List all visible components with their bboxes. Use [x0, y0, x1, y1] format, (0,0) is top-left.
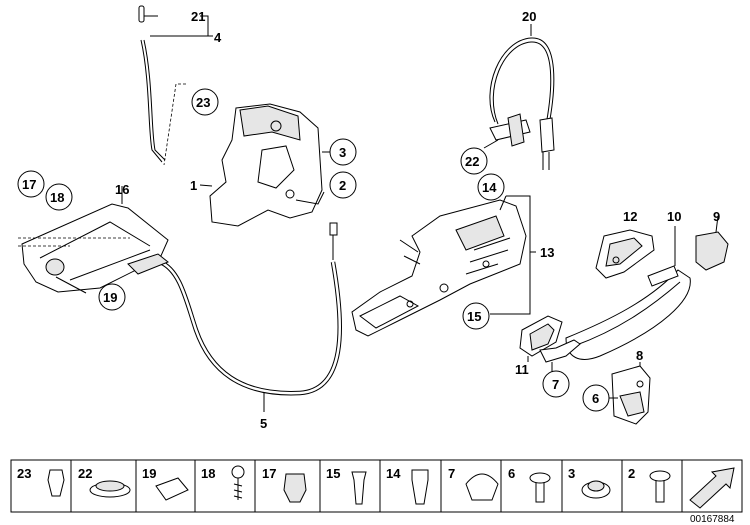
- strip-part-7: [465, 473, 499, 501]
- strip-label-23: 23: [17, 466, 31, 481]
- callout-15-circle: [462, 302, 490, 330]
- callout-22: 22: [465, 154, 479, 169]
- document-number: 00167884: [690, 514, 735, 525]
- callout-5: 5: [260, 416, 267, 431]
- strip-label-14: 14: [386, 466, 401, 481]
- strip-frame: [10, 459, 743, 513]
- callout-23-circle: [191, 88, 219, 116]
- handle-carrier-bracket: [351, 195, 536, 337]
- door-lock-housing: [199, 103, 325, 227]
- callout-9: 9: [713, 209, 720, 224]
- callout-17: 17: [22, 177, 36, 192]
- handle-gasket-12: [595, 229, 655, 279]
- lock-rod-assembly: [138, 5, 213, 166]
- callout-19: 19: [103, 290, 117, 305]
- strip-label-7: 7: [448, 466, 455, 481]
- inner-door-handle: [18, 186, 169, 294]
- callout-17-circle: [17, 170, 45, 198]
- small-parts-strip: 23 22 19 18 17 15 14 7 6 3 2: [10, 459, 743, 513]
- strip-label-6: 6: [508, 466, 515, 481]
- strip-part-14: [411, 469, 429, 505]
- bowden-cable-5: [158, 222, 343, 412]
- callout-13: 13: [540, 245, 554, 260]
- callout-8: 8: [636, 348, 643, 363]
- strip-label-18: 18: [201, 466, 215, 481]
- callout-18: 18: [50, 190, 64, 205]
- callout-19-circle: [98, 283, 126, 311]
- callout-23: 23: [196, 95, 210, 110]
- strip-part-6: [529, 472, 551, 484]
- strip-label-15: 15: [326, 466, 340, 481]
- callout-15: 15: [467, 309, 481, 324]
- orientation-arrow-icon: [689, 467, 735, 509]
- strip-label-2: 2: [628, 466, 635, 481]
- bowden-cable-20: [483, 24, 555, 170]
- callout-7-circle: [542, 370, 570, 398]
- gasket-11: [519, 315, 563, 362]
- callout-21: 21: [191, 9, 205, 24]
- callout-3: 3: [339, 145, 346, 160]
- callout-12: 12: [623, 209, 637, 224]
- strip-label-19: 19: [142, 466, 156, 481]
- strip-part-15: [351, 471, 367, 505]
- strip-label-22: 22: [78, 466, 92, 481]
- callout-11: 11: [515, 362, 529, 377]
- callout-1: 1: [190, 178, 197, 193]
- strip-part-2: [649, 470, 671, 482]
- strip-part-18: [231, 465, 245, 479]
- strip-part-17: [283, 473, 307, 503]
- callout-2-circle: [329, 171, 357, 199]
- strip-part-23: [47, 469, 65, 497]
- callout-22-circle: [460, 147, 488, 175]
- callout-labels: 21 4 23 1 3 2 17 18 16 19 5 20 22 14 13 …: [17, 9, 720, 431]
- callout-18-circle: [45, 183, 73, 211]
- door-striker: [608, 362, 651, 425]
- callout-14: 14: [482, 180, 497, 195]
- callout-14-circle: [477, 173, 505, 201]
- callout-7: 7: [552, 377, 559, 392]
- callout-10: 10: [667, 209, 681, 224]
- strip-label-3: 3: [568, 466, 575, 481]
- strip-part-19: [155, 477, 189, 501]
- callout-20: 20: [522, 9, 536, 24]
- callout-2: 2: [339, 178, 346, 193]
- callout-16: 16: [115, 182, 129, 197]
- callout-4: 4: [214, 30, 222, 45]
- callout-6: 6: [592, 391, 599, 406]
- handle-cap-9: [695, 215, 729, 271]
- strip-label-17: 17: [262, 466, 276, 481]
- outer-door-handle: [565, 226, 691, 360]
- callout-6-circle: [582, 384, 610, 412]
